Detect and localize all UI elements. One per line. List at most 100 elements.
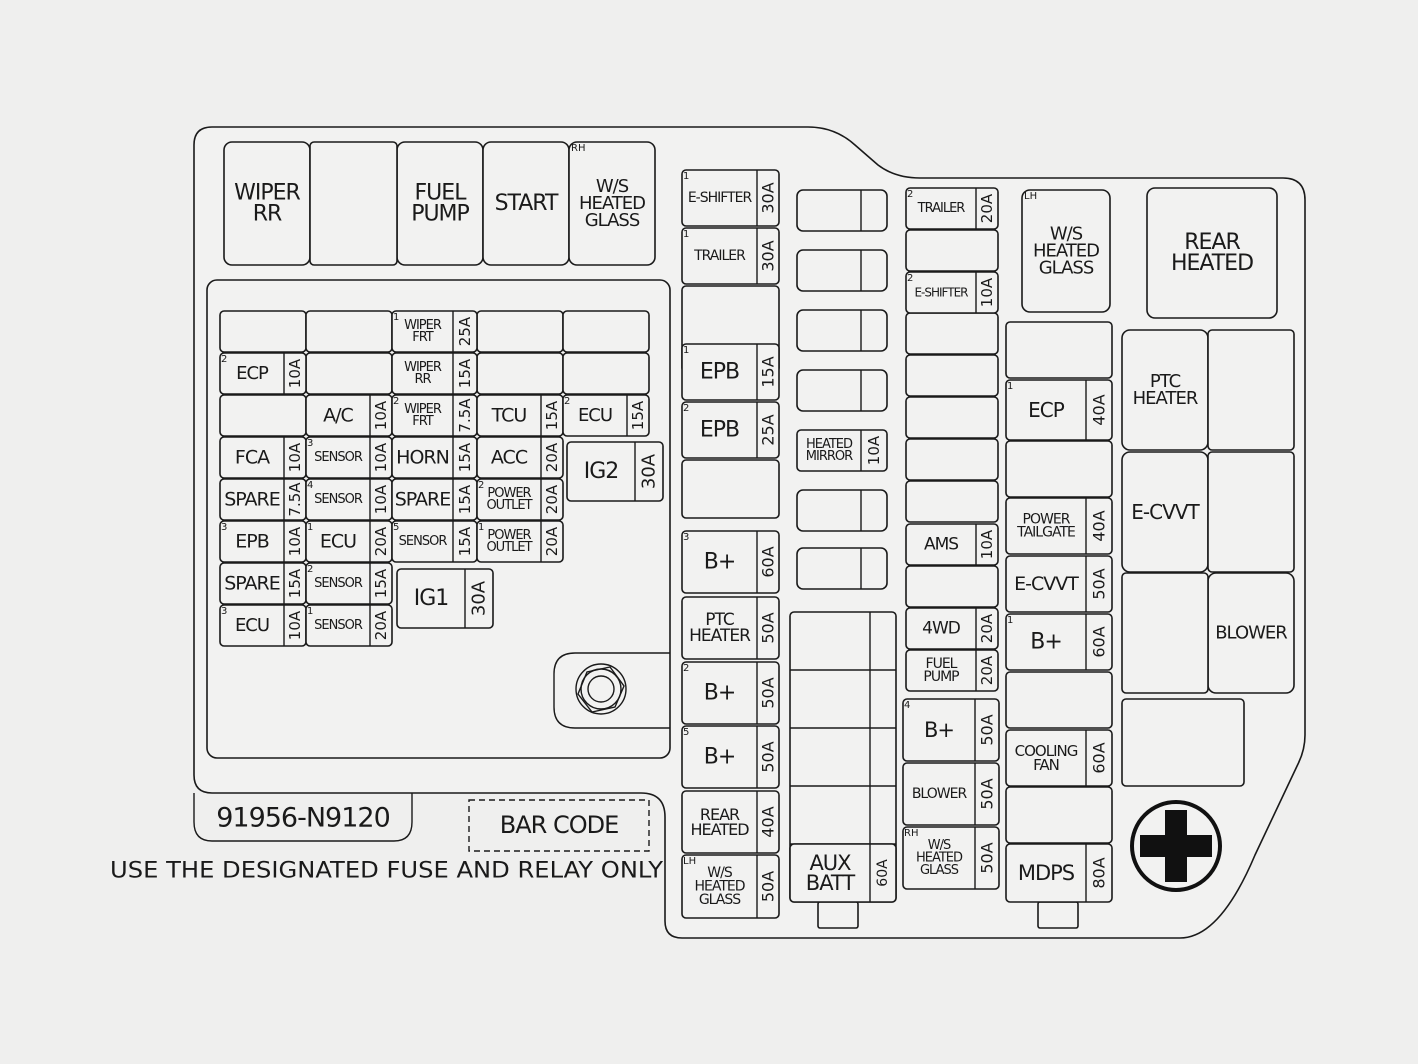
fuse-power-tailgate-40a-label: TAILGATE (1016, 525, 1075, 541)
fuse-ams-10a-amperage: 10A (978, 529, 996, 559)
fuse-trailer-20a (905, 187, 999, 230)
fuse-ac-10a-amperage: 10A (372, 400, 390, 430)
fuse-epb-10a-position-mark: 3 (221, 522, 227, 533)
part-number: 91956-N9120 (216, 803, 390, 834)
fuse-e-shifter-10a-position-mark: 2 (907, 273, 913, 284)
relay-ws-heated-glass-relay-lh (1021, 189, 1111, 313)
fuse-ecu-15a-a-label: ECU (578, 405, 612, 426)
fuse-sensor-15a-2-amperage: 15A (372, 568, 390, 598)
fuse-rear-heated-40a-label: HEATED (690, 820, 749, 839)
empty-slot (905, 312, 999, 355)
relay-rear-heated-relay-label: HEATED (1171, 251, 1253, 276)
fuse-ecp-40a-amperage: 40A (1090, 394, 1109, 425)
empty-slot (219, 310, 307, 353)
empty-slot (476, 352, 564, 395)
relay-ptc-heater-relay-label: HEATER (1133, 388, 1198, 409)
fuse-aux-batt-60a-label: BATT (806, 871, 856, 895)
fuse-b-plus-50a-4-amperage: 50A (978, 714, 997, 745)
fuse-cooling-fan-60a-label: COOLING (1015, 742, 1078, 760)
fuse-ecu-10a-position-mark: 3 (221, 606, 227, 617)
fuse-power-outlet-20a-2-position-mark: 2 (478, 480, 484, 491)
fuse-ecu-10a-amperage: 10A (286, 610, 304, 640)
empty-slot (562, 352, 650, 395)
fuse-power-outlet-20a-1-amperage: 20A (543, 526, 561, 556)
empty-slot (905, 229, 999, 272)
fuse-epb-15a-label: EPB (700, 360, 739, 385)
empty-slot (305, 310, 393, 353)
relay-blower-relay-label: BLOWER (1215, 623, 1287, 644)
empty-slot (562, 310, 650, 353)
fuse-power-tailgate-40a-label: POWER (1023, 511, 1071, 527)
fuse-ecu-15a-a-amperage: 15A (629, 400, 647, 430)
empty-slot (1005, 786, 1113, 844)
fuse-ecp-10a-amperage: 10A (286, 358, 304, 388)
fuse-sensor-20a-1-position-mark: 1 (307, 606, 313, 617)
fuse-fuel-pump-20a (905, 649, 999, 692)
fuse-power-outlet-20a-1-position-mark: 1 (478, 522, 484, 533)
empty-slot (1207, 451, 1295, 573)
fuse-ws-heated-glass-50a-rh-label: GLASS (920, 863, 959, 878)
fuse-power-outlet-20a-2-label: POWER (487, 486, 531, 501)
warning-text: USE THE DESIGNATED FUSE AND RELAY ONLY (110, 859, 664, 884)
fuse-ecu-20a-label: ECU (320, 531, 356, 553)
fuse-sensor-15a-2-position-mark: 2 (307, 564, 313, 575)
fuse-power-outlet-20a-1-label: POWER (487, 528, 531, 543)
fuse-horn-15a-label: HORN (396, 447, 449, 469)
fuse-heated-mirror-10a-label: HEATED (806, 437, 853, 452)
fuse-epb-25a-amperage: 25A (759, 414, 778, 445)
fuse-wiper-frt-25a-amperage: 25A (456, 316, 474, 346)
fuse-fca-10a-label: FCA (235, 447, 270, 469)
fuse-epb-15a-position-mark: 1 (683, 345, 689, 356)
fuse-mdps-80a-label: MDPS (1018, 861, 1075, 885)
fuse-ig1-30a-label: IG1 (414, 586, 449, 611)
fuse-ptc-heater-50a-label: PTC (705, 610, 734, 630)
empty-slot (305, 352, 393, 395)
fuse-b-plus-60a-3-position-mark: 3 (683, 532, 689, 543)
fuse-4wd-20a-label: 4WD (922, 619, 961, 639)
mini-fuse-slot (796, 489, 888, 532)
relay-ws-heated-glass-relay-lh-label: HEATED (1033, 241, 1099, 262)
relay-ws-heated-glass-relay-rh-label: W/S (596, 176, 629, 197)
fuse-epb-25a-position-mark: 2 (683, 403, 689, 414)
fuse-ecu-15a-a-position-mark: 2 (564, 396, 570, 407)
fuse-e-shifter-10a-amperage: 10A (978, 277, 996, 307)
fuse-horn-15a-amperage: 15A (456, 442, 474, 472)
fuse-spare-15a-b-label: SPARE (224, 573, 280, 595)
fuse-power-outlet-20a-2-label: OUTLET (486, 498, 532, 513)
fuse-wiper-frt-25a (391, 310, 478, 353)
fuse-ws-heated-glass-50a-lh-amperage: 50A (759, 871, 778, 902)
relay-ws-heated-glass-relay-lh-label: W/S (1050, 223, 1083, 244)
fuse-ams-10a-label: AMS (924, 535, 958, 555)
fuse-wiper-frt-7-5a-label: WIPER (404, 402, 442, 417)
fuse-b-plus-60a-1-label: B+ (1030, 630, 1062, 655)
fuse-ig2-30a-amperage: 30A (639, 453, 660, 489)
fuse-spare-15a-a-label: SPARE (395, 489, 451, 511)
fuse-epb-15a-amperage: 15A (759, 356, 778, 387)
empty-slot (1005, 440, 1113, 498)
fuse-ws-heated-glass-50a-lh-label: GLASS (699, 892, 741, 908)
fuse-ptc-heater-50a-label: HEATER (689, 626, 751, 646)
fuse-trailer-30a-label: TRAILER (693, 248, 746, 264)
fuse-blower-50a-amperage: 50A (978, 778, 997, 809)
fuse-b-plus-60a-1-position-mark: 1 (1007, 615, 1013, 626)
fuse-acc-20a-label: ACC (491, 447, 528, 469)
fuse-wiper-frt-7-5a-amperage: 7.5A (456, 398, 474, 433)
empty-slot (1121, 572, 1209, 694)
fuse-e-shifter-10a-label: E-SHIFTER (914, 286, 968, 300)
fuse-tcu-15a-amperage: 15A (543, 400, 561, 430)
relay-ws-heated-glass-relay-rh-position-mark: RH (571, 143, 585, 154)
empty-slot (309, 141, 398, 266)
mini-fuse-slot (796, 309, 888, 352)
mini-fuse-slot (796, 189, 888, 232)
fuse-sensor-20a-1-amperage: 20A (372, 610, 390, 640)
fuse-trailer-20a-amperage: 20A (978, 193, 996, 223)
relay-ws-heated-glass-relay-rh-label: HEATED (579, 193, 645, 214)
battery-positive-terminal-icon (1130, 800, 1222, 892)
fuse-trailer-30a-amperage: 30A (759, 240, 778, 271)
fuse-ws-heated-glass-50a-lh-position-mark: LH (683, 856, 696, 867)
fuse-e-shifter-30a-amperage: 30A (759, 182, 778, 213)
fuse-ig1-30a (396, 568, 494, 629)
fuse-mdps-80a-amperage: 80A (1090, 857, 1109, 888)
fuse-rear-heated-40a-label: REAR (700, 805, 740, 824)
fuse-b-plus-60a-3-label: B+ (704, 550, 736, 575)
